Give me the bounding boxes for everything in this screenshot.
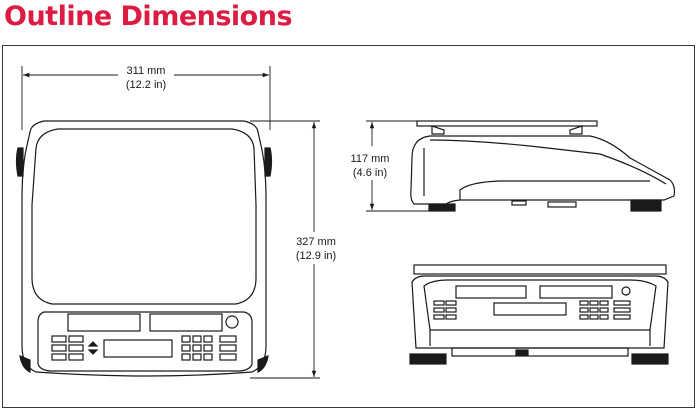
depth-in-label: (12.9 in): [296, 250, 336, 262]
side-view: [410, 120, 676, 212]
page-title: Outline Dimensions: [4, 1, 293, 32]
depth-dimension: 327 mm (12.9 in): [250, 120, 344, 379]
height-in-label: (4.6 in): [353, 167, 387, 179]
depth-mm-label: 327 mm: [296, 236, 336, 248]
drawing-frame: [2, 45, 695, 408]
width-dimension: 311 mm (12.2 in): [21, 62, 271, 130]
front-view: [409, 264, 669, 365]
height-mm-label: 117 mm: [351, 153, 390, 165]
top-view: [15, 120, 273, 377]
height-dimension: 117 mm (4.6 in): [342, 120, 430, 212]
width-in-label: (12.2 in): [126, 79, 166, 91]
width-mm-label: 311 mm: [127, 65, 166, 77]
